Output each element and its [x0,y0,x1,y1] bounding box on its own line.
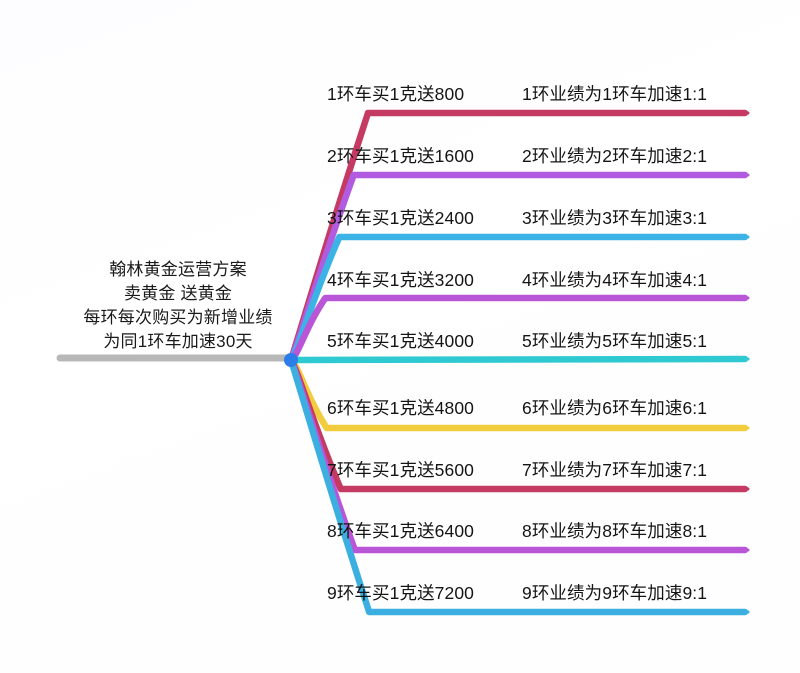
branch-5-left-label: 5环车买1克送4000 [327,331,474,351]
branch-5-path[interactable] [287,355,749,364]
root-label-line-2: 卖黄金 送黄金 [123,284,233,303]
branch-9-left-label: 9环车买1克送7200 [327,583,474,603]
branch-9-right-label: 9环业绩为9环车加速9:1 [522,583,708,603]
root-label-line-1: 翰林黄金运营方案 [109,260,247,279]
branch-2-right-label: 2环业绩为2环车加速2:1 [522,146,708,166]
branch-4-left-label: 4环车买1克送3200 [327,270,474,290]
branch-4-right-label: 4环业绩为4环车加速4:1 [522,270,708,290]
branch-7-left-label: 7环车买1克送5600 [327,460,474,480]
branch-3-left-label: 3环车买1克送2400 [327,208,474,228]
branch-9-path[interactable] [287,356,749,616]
branch-8-right-label: 8环业绩为8环车加速8:1 [522,521,708,541]
branch-3-right-label: 3环业绩为3环车加速3:1 [522,208,708,228]
branch-8-left-label: 8环车买1克送6400 [327,521,474,541]
branch-1-left-label: 1环车买1克送800 [327,84,465,104]
root-node-label: 翰林黄金运营方案 卖黄金 送黄金 每环每次购买为新增业绩 为同1环车加速30天 [58,258,298,354]
branch-2-left-label: 2环车买1克送1600 [327,146,474,166]
branch-6-left-label: 6环车买1克送4800 [327,398,474,418]
branch-1-right-label: 1环业绩为1环车加速1:1 [522,84,708,104]
center-hub-dot[interactable] [284,353,298,367]
root-label-line-3: 每环每次购买为新增业绩 [83,308,273,327]
branch-7-right-label: 7环业绩为7环车加速7:1 [522,460,708,480]
root-label-line-4: 为同1环车加速30天 [103,332,253,351]
branch-6-right-label: 6环业绩为6环车加速6:1 [522,398,708,418]
branch-5-right-label: 5环业绩为5环车加速5:1 [522,331,708,351]
